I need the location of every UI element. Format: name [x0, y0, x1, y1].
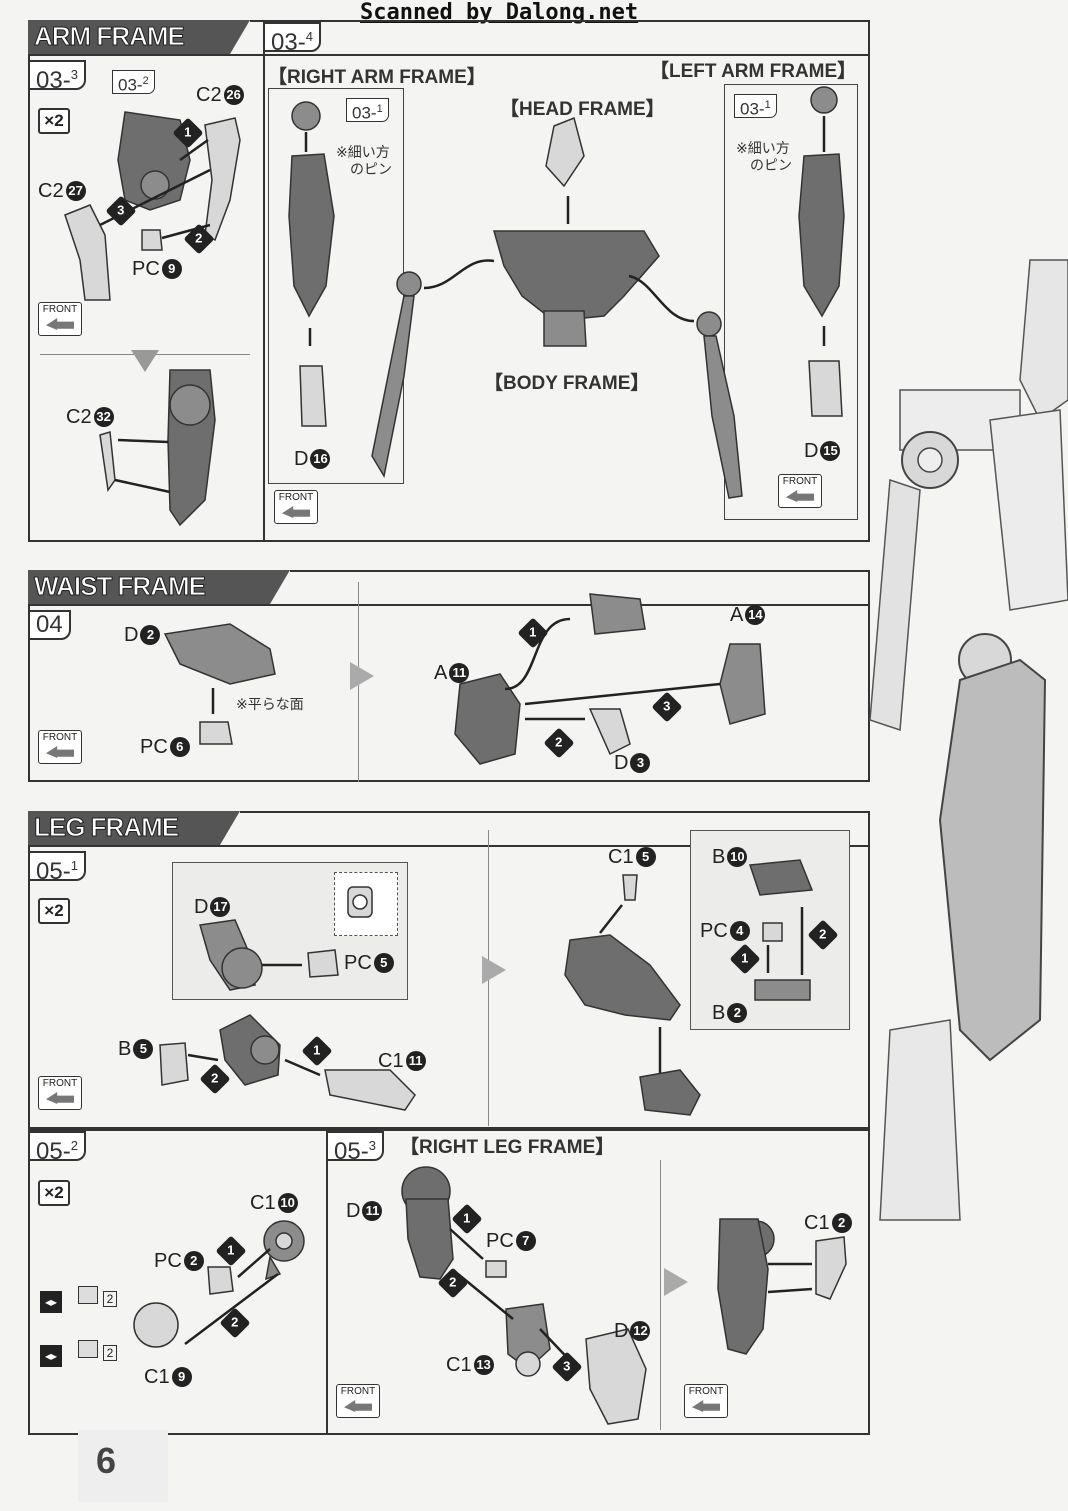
ref-step-03-1-left: 03-1: [734, 94, 777, 119]
left-arm-subpanel: [724, 84, 858, 520]
rotate-icon: ◂▸: [40, 1291, 62, 1313]
ref-step-03-2: 03-2: [112, 70, 155, 95]
rotation-hint-a: ◂▸ 2: [40, 1286, 130, 1313]
next-step-arrow: [664, 1268, 688, 1296]
robot-illustration: [869, 259, 1068, 1221]
leg-frame-title: LEG FRAME: [28, 811, 240, 845]
waist-frame-top-border: [290, 570, 870, 606]
step-04-tag: 04: [28, 610, 71, 640]
multiplier-badge: ×2: [38, 1180, 70, 1206]
multiplier-badge: ×2: [38, 898, 70, 924]
waist-frame-panel: [28, 604, 870, 782]
next-step-arrow: [482, 956, 506, 984]
step-03-4-tag: 03-4: [263, 22, 321, 56]
front-indicator: FRONT: [778, 474, 822, 508]
step-05-1-artwork: [159, 859, 814, 1116]
front-indicator: FRONT: [274, 490, 318, 524]
front-indicator: FRONT: [38, 730, 82, 764]
pin-note-left: ※細い方のピン: [736, 140, 792, 173]
body-frame-label: 【BODY FRAME】: [484, 373, 650, 394]
flat-side-note: ※平らな面: [236, 696, 304, 712]
page-number: 6: [78, 1430, 168, 1502]
head-frame-label: 【HEAD FRAME】: [500, 99, 665, 120]
arm-frame-top-border: [250, 20, 870, 56]
ref-step-03-1-right: 03-1: [346, 98, 389, 123]
arm-frame-panel: [28, 54, 870, 542]
step-05-1-tag: 05-1: [28, 851, 86, 885]
leg-frame-05-3-divider: [660, 1160, 661, 1430]
leg-frame-05-3-panel: [326, 1129, 870, 1435]
part-icon: [78, 1340, 99, 1358]
count-badge: 2: [102, 1291, 117, 1307]
count-badge: 2: [102, 1345, 117, 1361]
right-leg-frame-label: 【RIGHT LEG FRAME】: [400, 1137, 615, 1158]
step-05-3-tag: 05-3: [326, 1131, 384, 1165]
step-05-3-artwork: [401, 1166, 847, 1425]
right-arm-frame-label: 【RIGHT ARM FRAME】: [268, 67, 486, 88]
step-05-2-artwork: [133, 1220, 305, 1348]
arm-frame-title: ARM FRAME: [28, 20, 250, 54]
step-03-3-artwork: [64, 111, 241, 527]
front-indicator: FRONT: [38, 1076, 82, 1110]
front-indicator: FRONT: [684, 1384, 728, 1418]
front-indicator: FRONT: [336, 1384, 380, 1418]
step-03-4-artwork: [288, 86, 845, 499]
leg-frame-top-border: [240, 811, 870, 847]
step-05-2-tag: 05-2: [28, 1131, 86, 1165]
rotate-icon: ◂▸: [40, 1345, 62, 1367]
multiplier-badge: ×2: [38, 108, 70, 134]
next-step-arrow: [350, 662, 374, 690]
waist-frame-title: WAIST FRAME: [28, 570, 290, 604]
step-04-artwork: [163, 593, 766, 765]
arm-frame-divider: [263, 20, 265, 542]
next-step-arrow: [131, 350, 159, 372]
leg-frame-05-1-panel: [28, 845, 870, 1129]
part-icon: [78, 1286, 99, 1304]
front-indicator: FRONT: [38, 302, 82, 336]
step-03-3-tag: 03-3: [28, 60, 86, 94]
pin-note-right: ※細い方のピン: [336, 144, 392, 177]
rotation-hint-b: ◂▸ 2: [40, 1340, 130, 1367]
left-arm-frame-label: 【LEFT ARM FRAME】: [650, 61, 857, 82]
